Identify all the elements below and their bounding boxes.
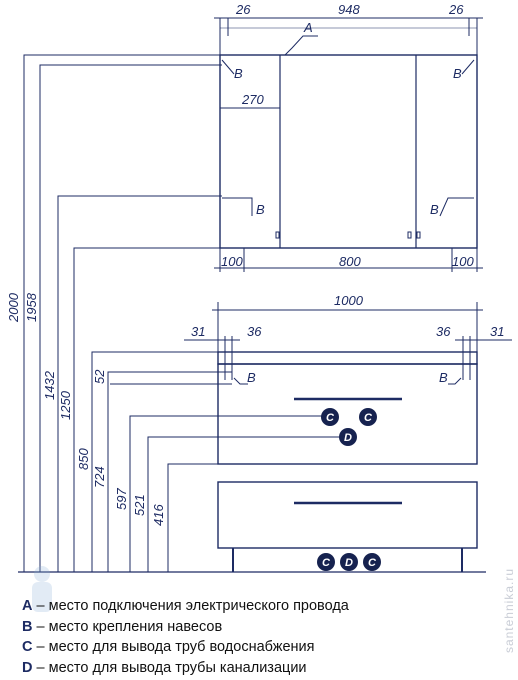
shelf-width-label: 270 <box>241 92 264 107</box>
height-416-label: 416 <box>151 504 166 526</box>
drain-marker-1: D <box>344 432 352 444</box>
mount-b-leader-top-left <box>221 59 235 75</box>
legend-text-b: – место крепления навесов <box>32 618 223 635</box>
legend-text-a: – место подключения электрического прово… <box>32 598 349 614</box>
mount-b-mid-left: B <box>256 202 265 217</box>
water-marker-1: C <box>326 412 335 424</box>
vanity-offset-left-outer: 31 <box>191 324 205 339</box>
legend-row-d: D – место для вывода трубы канализации <box>22 658 492 679</box>
top-width-right-label: 26 <box>448 2 464 17</box>
height-597-label: 597 <box>114 488 129 510</box>
legend-row-b: B – место крепления навесов <box>22 617 492 638</box>
cable-a-label: A <box>303 20 313 35</box>
water-marker-2: C <box>364 412 373 424</box>
top-bottom-dimensions <box>214 248 483 272</box>
vanity-offset-right-outer: 31 <box>490 324 504 339</box>
top-bottom-left-label: 100 <box>221 254 243 269</box>
pipe-markers-upper: C C D <box>321 408 377 446</box>
dimension-labels: 26 948 26 A 270 100 800 100 B B B B 1000… <box>6 2 504 526</box>
vanity-offset-right-inner: 36 <box>436 324 451 339</box>
mount-b-vanity-right: B <box>439 370 448 385</box>
top-bottom-center-label: 800 <box>339 254 361 269</box>
legend-key-c: C <box>22 639 33 655</box>
mount-b-leader-mid-left <box>222 197 253 216</box>
legend-key-b: B <box>22 618 33 635</box>
pipe-markers-floor: C D C <box>317 553 381 571</box>
legend-key-a: A <box>22 598 33 614</box>
mount-b-top-left: B <box>234 66 243 81</box>
plumber-mascot-icon <box>32 566 52 612</box>
height-724-label: 724 <box>92 466 107 488</box>
legend: A – место подключения электрического про… <box>22 596 492 678</box>
mount-b-mid-right: B <box>430 202 439 217</box>
legend-row-a: A – место подключения электрического про… <box>22 596 492 617</box>
vanity-offset-left-inner: 36 <box>247 324 262 339</box>
mount-b-leader-mid-right <box>439 197 474 217</box>
top-width-total-label: 948 <box>338 2 360 17</box>
height-2000-label: 2000 <box>6 292 21 323</box>
legend-row-c: C – место для вывода труб водоснабжения <box>22 637 492 658</box>
top-width-left-label: 26 <box>235 2 251 17</box>
vanity-width-label: 1000 <box>334 293 364 308</box>
height-521-label: 521 <box>132 494 147 516</box>
drain-marker-floor: D <box>345 557 353 569</box>
vanity-offset-dimensions <box>184 336 512 380</box>
mount-b-leader-vanity-left <box>233 377 248 385</box>
top-width-dimensions <box>214 17 483 55</box>
legend-text-d: – место для вывода трубы канализации <box>32 659 307 676</box>
legend-key-d: D <box>22 659 33 676</box>
vanity-width-dimension <box>212 302 483 352</box>
water-marker-floor-1: C <box>322 557 331 569</box>
top-bottom-right-label: 100 <box>452 254 474 269</box>
mount-b-vanity-left: B <box>247 370 256 385</box>
mount-b-leader-vanity-right <box>448 377 462 385</box>
water-marker-floor-2: C <box>368 557 377 569</box>
height-850-label: 850 <box>76 448 91 470</box>
height-1958-label: 1958 <box>24 292 39 322</box>
height-1432-label: 1432 <box>42 370 57 400</box>
mirror-cabinet <box>219 54 478 249</box>
vanity-cabinet <box>217 351 478 572</box>
height-52-label: 52 <box>92 369 107 384</box>
legend-text-c: – место для вывода труб водоснабжения <box>32 639 315 655</box>
watermark: santehnika.ru <box>502 568 516 654</box>
mount-b-leader-top-right <box>461 59 475 75</box>
height-dimensions <box>18 54 486 573</box>
height-1250-label: 1250 <box>58 390 73 420</box>
cable-a-leader <box>284 35 318 56</box>
mount-b-top-right: B <box>453 66 462 81</box>
